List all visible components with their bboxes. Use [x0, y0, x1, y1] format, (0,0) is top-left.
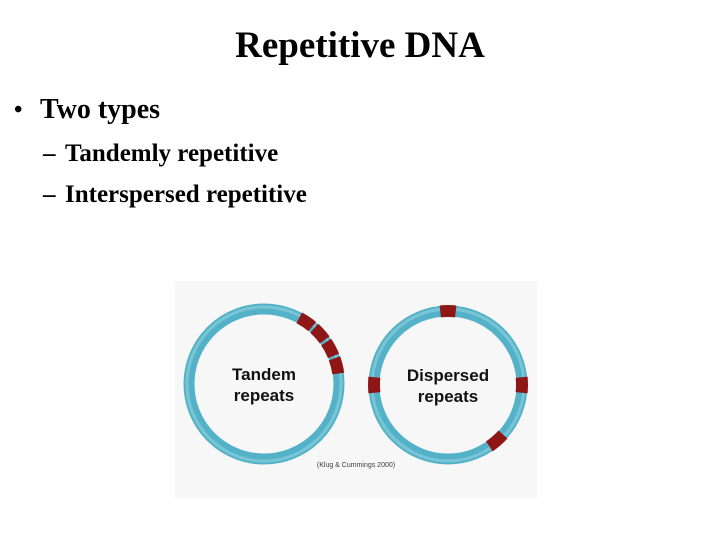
bullet-two-types: • Two types — [14, 92, 434, 128]
dna-repeats-figure: Tandem repeats Dispersed repeats (Klug &… — [175, 281, 537, 498]
tandem-ring-highlight — [185, 305, 343, 463]
dash-marker-icon: – — [43, 140, 56, 167]
repeat-segment — [328, 356, 345, 375]
repeat-segment — [321, 338, 340, 359]
tandem-ring-base — [183, 303, 345, 465]
bullet-marker-icon: • — [14, 97, 23, 123]
repeat-segment — [310, 323, 330, 344]
dispersed-repeats-circle: Dispersed repeats — [368, 305, 528, 465]
dispersed-label-line1: Dispersed — [407, 366, 489, 385]
bullet-two-types-label: Two types — [40, 94, 161, 125]
dna-repeats-diagram: Tandem repeats Dispersed repeats (Klug &… — [175, 281, 537, 498]
dispersed-repeat-segments — [368, 305, 528, 452]
page-title: Repetitive DNA — [235, 25, 485, 66]
tandem-repeat-segments — [296, 312, 345, 375]
dispersed-label-line2: repeats — [418, 387, 478, 406]
tandem-repeats-circle: Tandem repeats — [183, 303, 345, 465]
bullet-list: • Two types – Tandemly repetitive – Inte… — [14, 92, 434, 210]
bullet-tandemly-repetitive: – Tandemly repetitive — [43, 138, 434, 169]
dash-marker-icon: – — [43, 181, 56, 208]
bullet-interspersed-repetitive-label: Interspersed repetitive — [65, 181, 307, 208]
bullet-tandemly-repetitive-label: Tandemly repetitive — [65, 140, 279, 167]
tandem-label-line2: repeats — [234, 386, 294, 405]
tandem-label-line1: Tandem — [232, 365, 296, 384]
bullet-interspersed-repetitive: – Interspersed repetitive — [43, 179, 434, 210]
repeat-segment — [485, 430, 508, 452]
figure-credit: (Klug & Cummings 2000) — [317, 462, 395, 469]
repeat-segment — [296, 312, 317, 332]
